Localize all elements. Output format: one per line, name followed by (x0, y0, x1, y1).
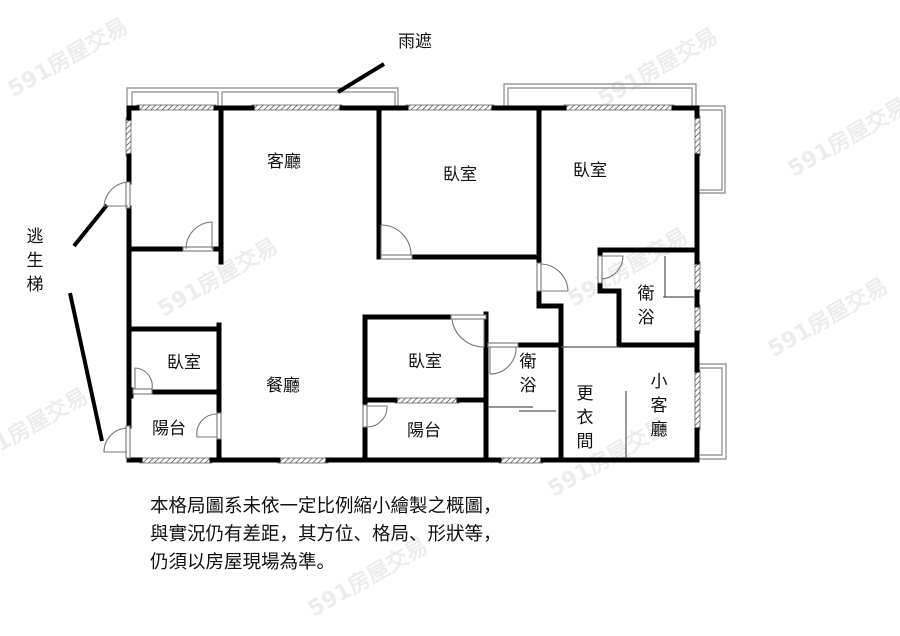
stair-line-upper (72, 203, 109, 248)
bedroom-center-label: 臥室 (408, 352, 442, 372)
stair-line-lower (68, 292, 104, 442)
windows (125, 104, 701, 464)
balcony-left-label: 陽台 (152, 419, 186, 439)
bedroom-left-label: 臥室 (167, 353, 201, 373)
thin-lines (488, 256, 694, 458)
bedroom-top-center-label: 臥室 (443, 165, 477, 185)
thick-walls (126, 105, 700, 463)
dining-room-label: 餐廳 (266, 376, 300, 396)
canopy-outline (126, 83, 727, 460)
canopy-leader (336, 62, 386, 94)
doors (103, 181, 624, 459)
disclaimer-line: 與實況仍有差距，其方位、格局、形狀等， (150, 524, 502, 545)
walk-in-closet-label: 更 衣 間 (576, 384, 594, 452)
canopy-label: 雨遮 (398, 32, 432, 52)
disclaimer: 本格局圖系未依一定比例縮小繪製之概圖， 與實況仍有差距，其方位、格局、形狀等， … (150, 493, 502, 577)
bath-center-label: 衛 浴 (519, 352, 537, 396)
bath-right-label: 衛 浴 (637, 284, 655, 328)
escape-stair-label: 逃 生 梯 (26, 227, 44, 295)
balcony-center-label: 陽台 (407, 421, 441, 441)
disclaimer-line: 本格局圖系未依一定比例縮小繪製之概圖， (150, 496, 502, 517)
small-living-room-label: 小 客 廳 (650, 372, 668, 440)
bedroom-top-right-label: 臥室 (573, 161, 607, 181)
disclaimer-line: 仍須以房屋現場為準。 (150, 552, 336, 573)
living-room-label: 客廳 (267, 152, 301, 172)
